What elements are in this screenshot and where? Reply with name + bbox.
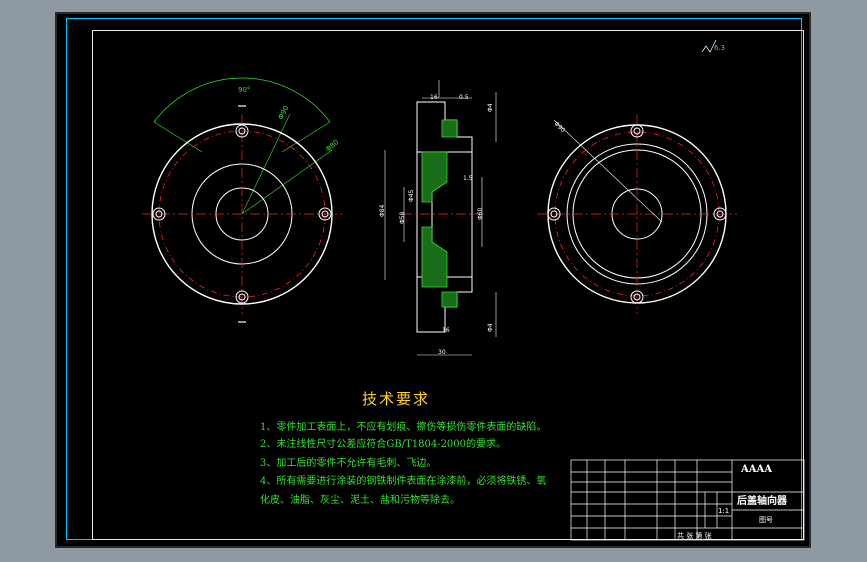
- title-block: [570, 459, 805, 541]
- requirement-1: 1、零件加工表面上，不应有划痕、擦伤等损伤零件表面的缺陷。: [260, 422, 547, 433]
- inner-frame: [92, 30, 804, 540]
- right-hole-label: Φ90: [553, 120, 567, 134]
- requirement-2: 2、未注线性尺寸公差应符合GB/T1804-2000的要求。: [260, 439, 507, 450]
- roughness-symbol: [701, 39, 717, 53]
- cad-drawing: 90° Φ90 Φ80: [142, 39, 805, 541]
- right-view: Φ90 6.3: [537, 39, 737, 314]
- radius-label: 1.5: [463, 175, 473, 182]
- roughness-label: 6.3: [714, 44, 725, 52]
- left-dia-label: Φ58: [399, 211, 406, 224]
- requirement-3: 3、加工后的零件不允许有毛刺、飞边。: [260, 458, 437, 469]
- title-block-drawing-no: 图号: [759, 516, 773, 524]
- title-block-code: AAAA: [741, 464, 773, 475]
- requirement-4: 4、所有需要进行涂装的钢铁制件表面在涂漆前，必须将铁锈、氧: [260, 476, 547, 487]
- angle-dimension-arc: [153, 77, 331, 123]
- chamfer-label: 0.5: [459, 94, 469, 101]
- technical-requirements-title: 技术要求: [362, 390, 431, 408]
- main-dia-label: Φ84: [379, 204, 386, 217]
- inner-dia-label: Φ45: [408, 189, 415, 202]
- pcd-label: Φ80: [324, 138, 340, 153]
- title-block-part-name: 后盖轴向器: [737, 496, 787, 507]
- title-block-sheets: 共 张 第 张: [677, 532, 712, 540]
- left-view: 90° Φ90 Φ80: [142, 77, 342, 323]
- bore-top-label: Φ4: [487, 103, 494, 112]
- title-block-scale: 1:1: [718, 507, 730, 515]
- drawing-sheet: 90° Φ90 Φ80: [55, 12, 811, 548]
- hole-dia-label: Φ90: [277, 104, 291, 120]
- bore-bottom-label: Φ4: [487, 323, 494, 332]
- right-dia-label: Φ60: [477, 207, 484, 220]
- section-view: 16 0.5 16 30 1.5 Φ84 Φ58 Φ45 Φ60 Φ4 Φ4: [379, 80, 497, 356]
- angle-label: 90°: [238, 86, 250, 94]
- bottom-width-label: 16: [442, 327, 450, 334]
- top-width-label: 16: [430, 94, 438, 101]
- overall-length-label: 30: [438, 349, 446, 356]
- requirement-4-cont: 化皮、油脂、灰尘、泥土、盐和污物等除去。: [260, 495, 460, 506]
